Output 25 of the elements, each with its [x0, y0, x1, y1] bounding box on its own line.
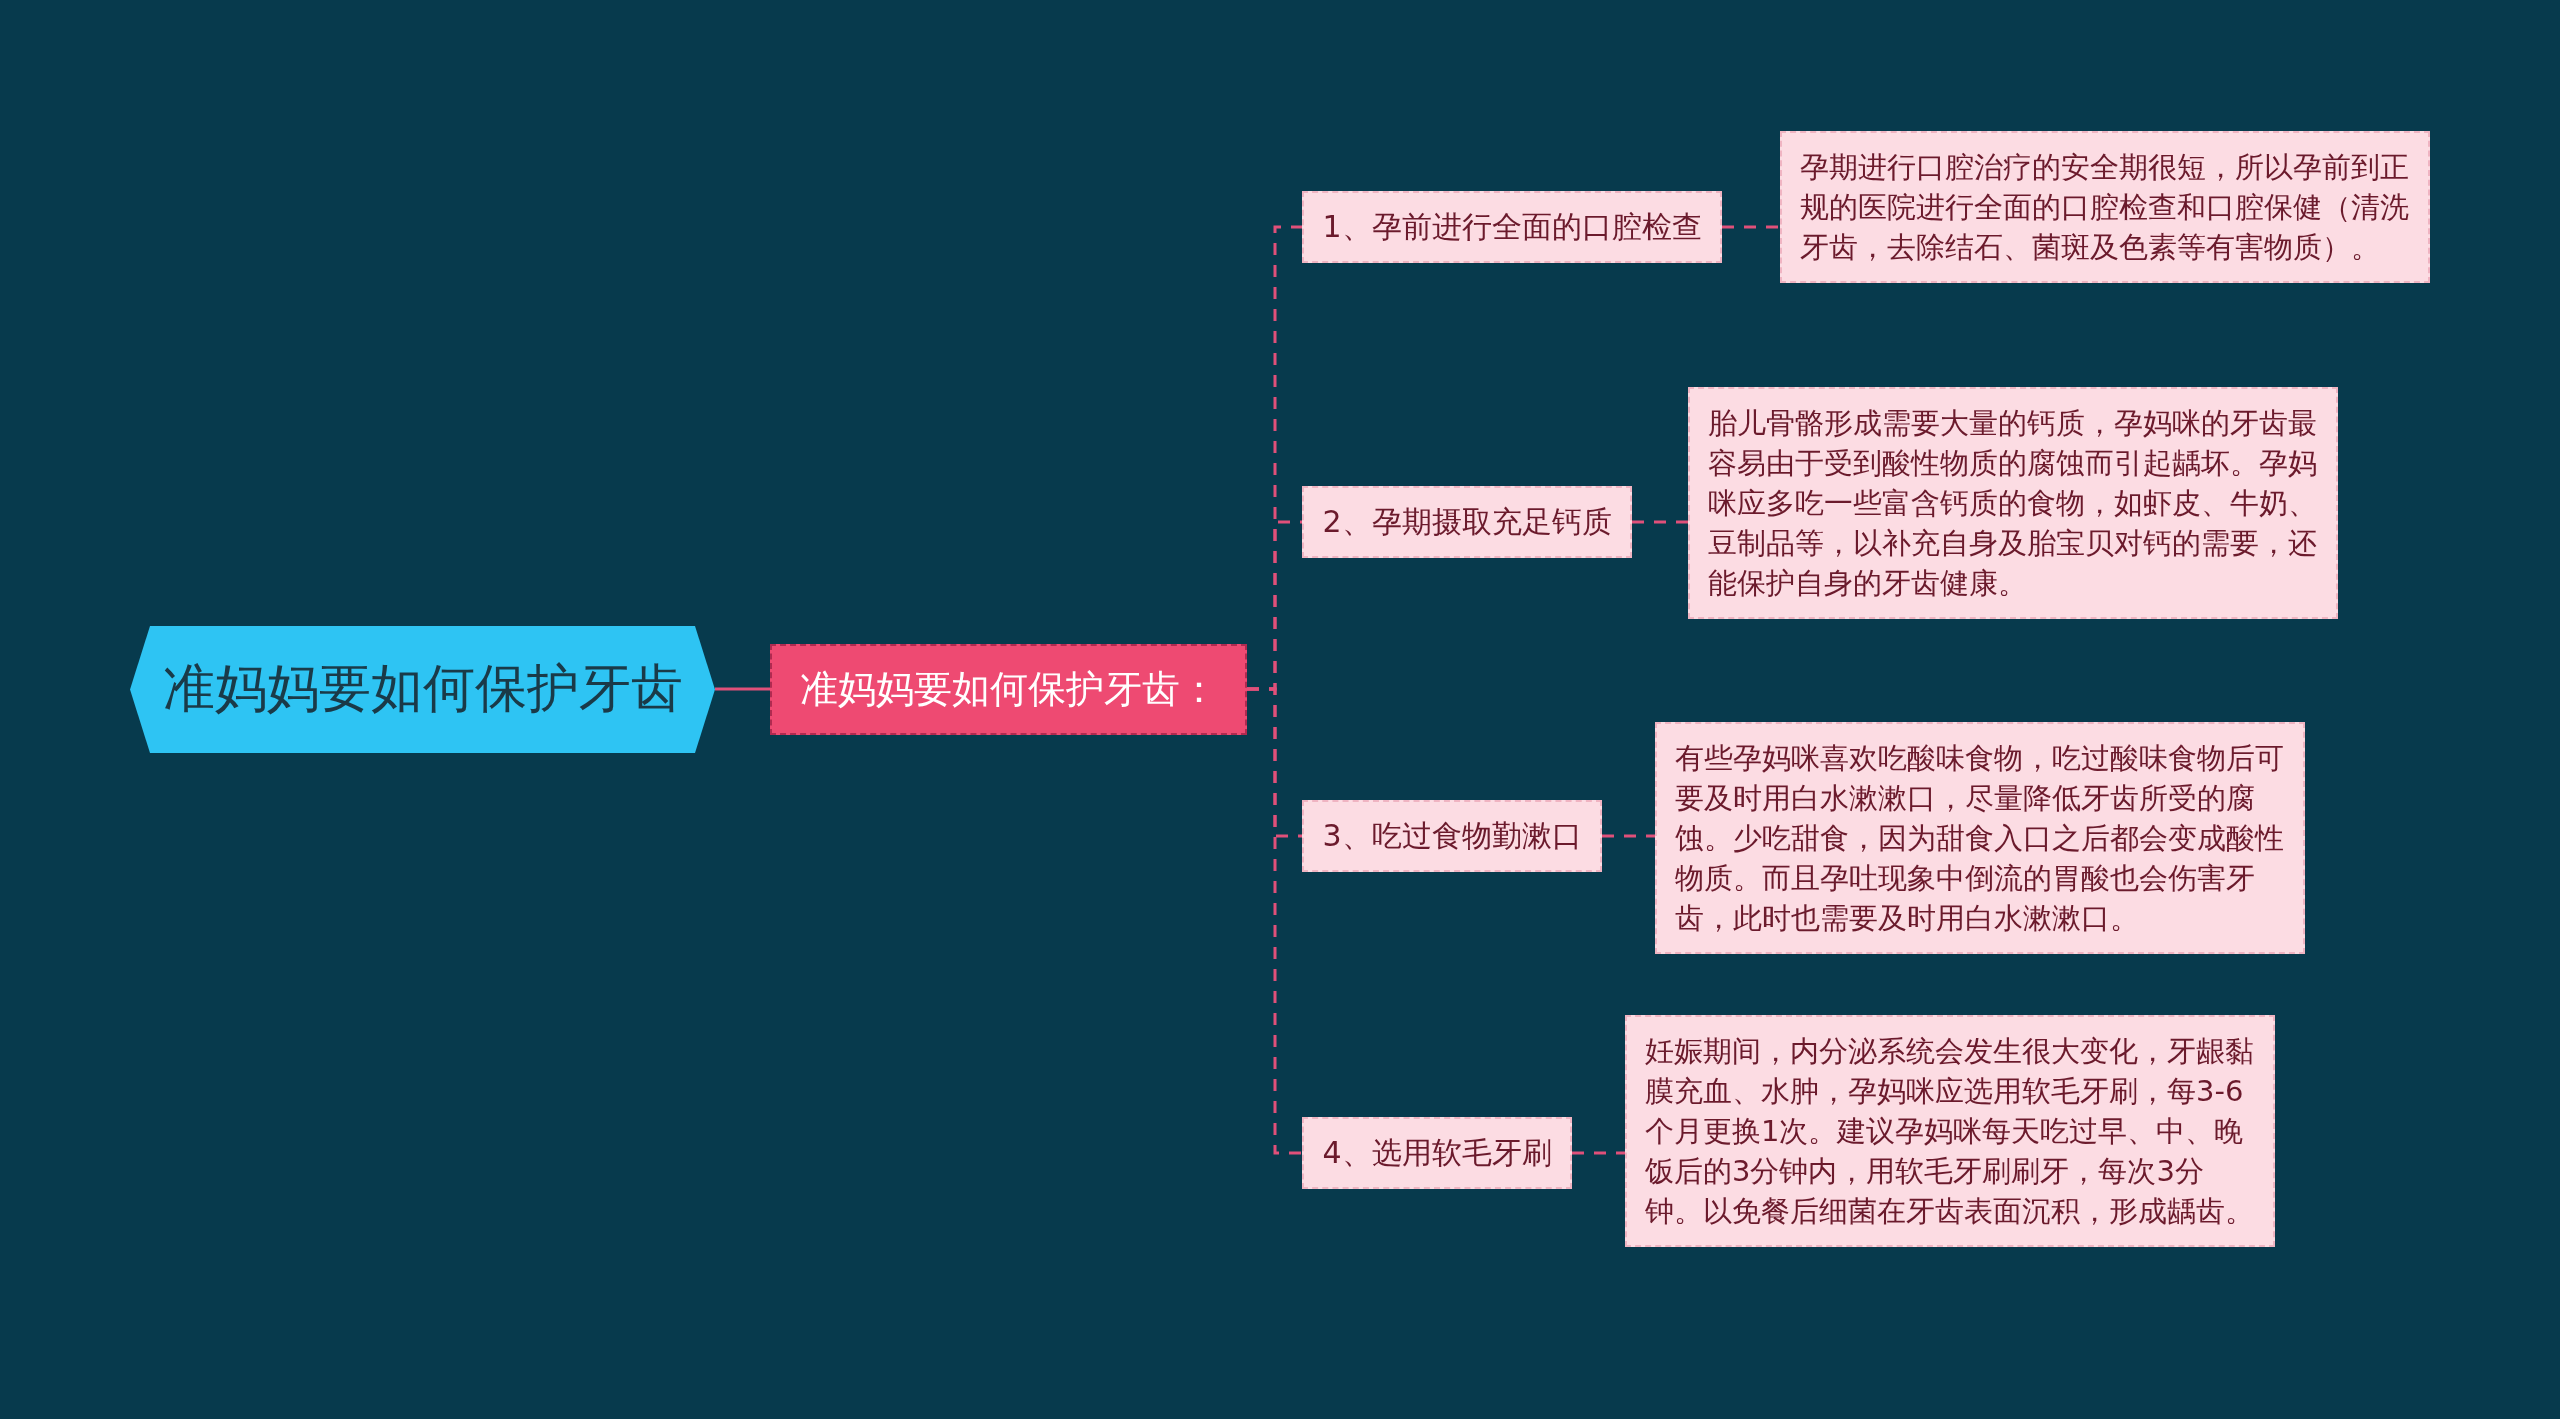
detail-text: 妊娠期间，内分泌系统会发生很大变化，牙龈黏膜充血、水肿，孕妈咪应选用软毛牙刷，每3-6个月更换1次。建议孕妈咪每天吃过早、中、晚饭后的3分钟内，用软毛牙刷刷牙，每次3分钟。以免餐后细菌在牙齿表面沉积，形成龋齿。: [1645, 1033, 2255, 1230]
connector-line: [715, 687, 770, 691]
detail-box: [1625, 1015, 2275, 1247]
detail-text: 孕期进行口腔治疗的安全期很短，所以孕前到正规的医院进行全面的口腔检查和口腔保健（清洗牙齿，去除结石、菌斑及色素等有害物质）。: [1800, 149, 2410, 266]
branch-box: [1302, 800, 1602, 872]
subtopic-label: 准妈妈要如何保护牙齿：: [799, 665, 1218, 713]
connector-line: [1572, 1151, 1625, 1155]
subtopic-box: [770, 643, 1247, 735]
connector-line: [1722, 225, 1780, 229]
detail-text: 胎儿骨骼形成需要大量的钙质，孕妈咪的牙齿最容易由于受到酸性物质的腐蚀而引起龋坏。孕妈咪应多吃一些富含钙质的食物，如虾皮、牛奶、豆制品等，以补充自身及胎宝贝对钙的需要，还能保护自身的牙齿健康。: [1708, 405, 2318, 602]
connector-line: [1632, 520, 1688, 524]
connector-line: [1602, 834, 1655, 838]
branch-box: [1302, 191, 1722, 263]
detail-box: [1688, 387, 2338, 619]
topic-title: 准妈妈要如何保护牙齿: [162, 657, 683, 720]
branch-box: [1302, 1117, 1572, 1189]
branch-label: 1、孕前进行全面的口腔检查: [1322, 207, 1702, 246]
branch-label: 4、选用软毛牙刷: [1322, 1133, 1552, 1172]
connector-line: [1247, 687, 1302, 1155]
branch-box: [1302, 486, 1632, 558]
branch-label: 3、吃过食物勤漱口: [1322, 816, 1582, 855]
branch-label: 2、孕期摄取充足钙质: [1322, 502, 1612, 541]
detail-box: [1655, 722, 2305, 954]
detail-text: 有些孕妈咪喜欢吃酸味食物，吃过酸味食物后可要及时用白水漱漱口，尽量降低牙齿所受的腐蚀。少吃甜食，因为甜食入口之后都会变成酸性物质。而且孕吐现象中倒流的胃酸也会伤害牙齿，此时也需要及时用白水漱漱口。: [1675, 740, 2285, 937]
detail-box: [1780, 131, 2430, 283]
